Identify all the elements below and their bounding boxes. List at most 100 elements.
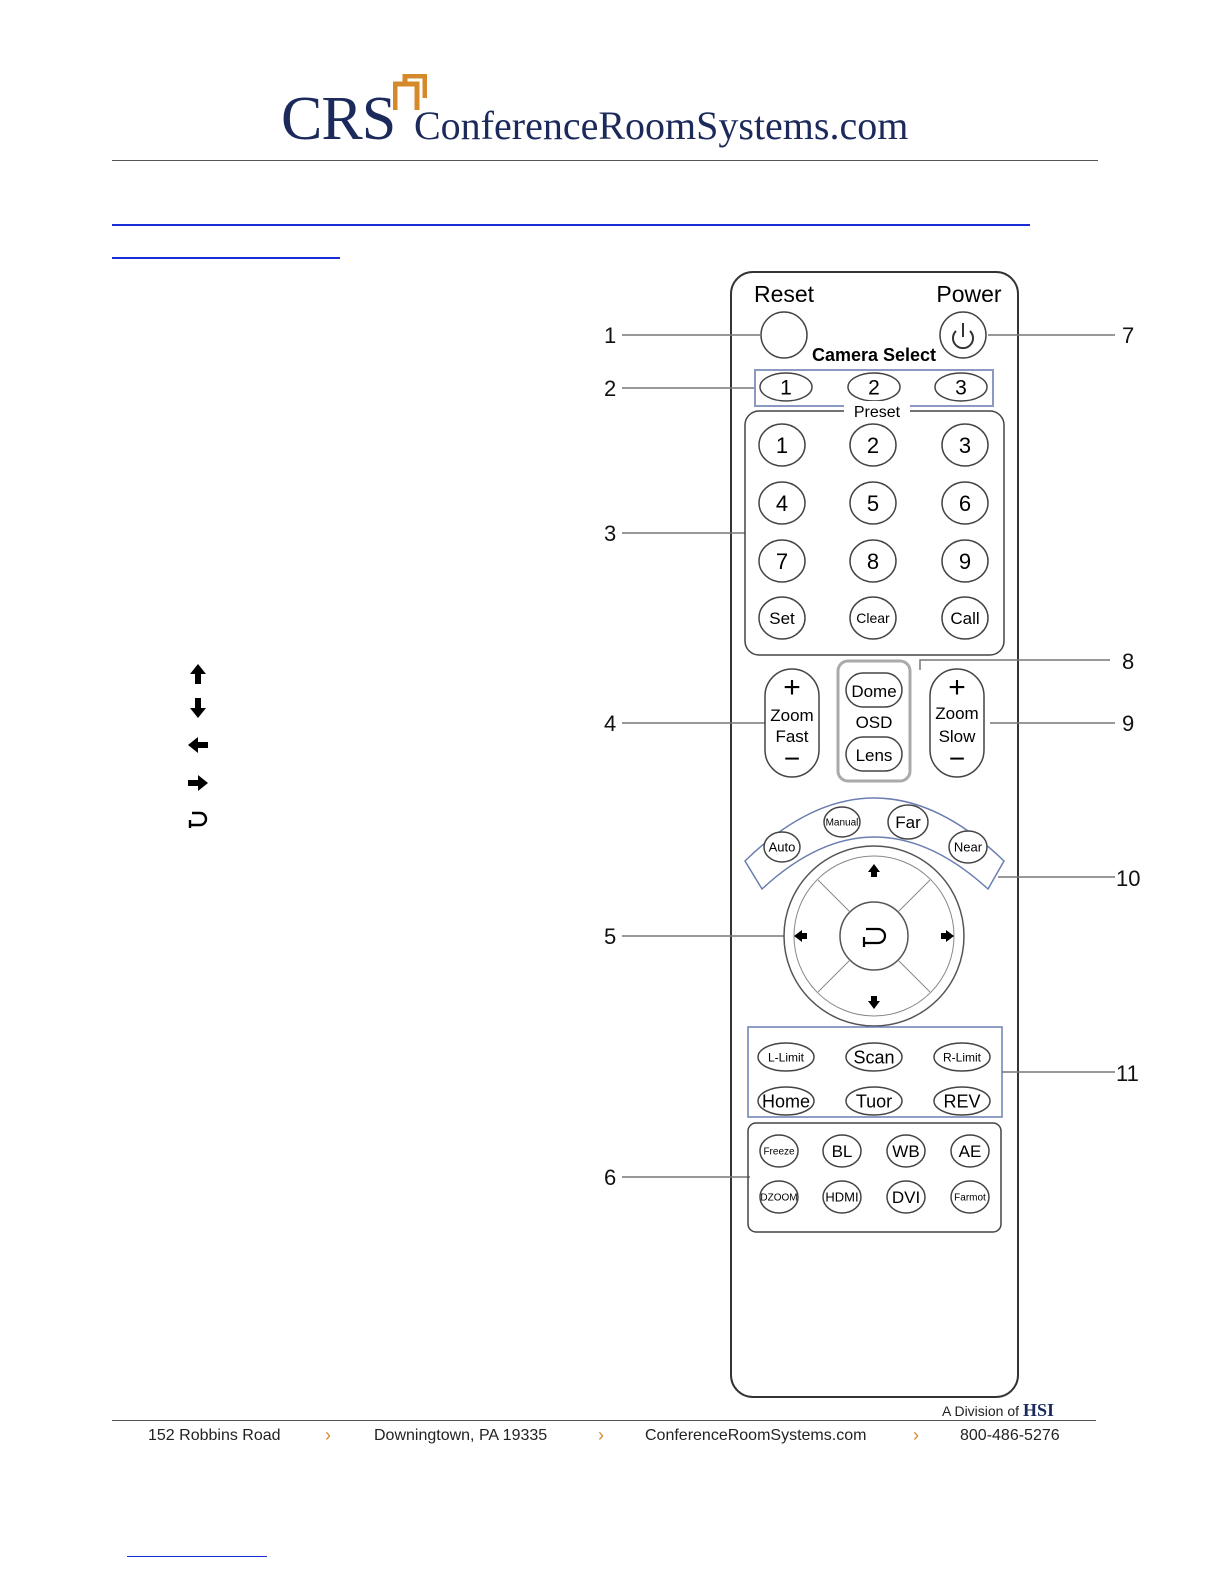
function-2-label: WB bbox=[892, 1142, 919, 1161]
dpad-enter-button[interactable] bbox=[862, 927, 887, 947]
page-link-underline[interactable] bbox=[127, 1556, 267, 1557]
callout-8: 8 bbox=[1122, 649, 1134, 674]
limit-2-label: R-Limit bbox=[943, 1050, 982, 1064]
limit-3-button[interactable] bbox=[757, 1086, 815, 1116]
preset-10-label: Set bbox=[769, 609, 795, 628]
limit-4-label: Tuor bbox=[856, 1091, 892, 1111]
preset-4-button[interactable] bbox=[758, 481, 806, 525]
reset-button[interactable] bbox=[760, 311, 808, 359]
focus-3-label: Near bbox=[954, 840, 983, 855]
focus-0-button[interactable] bbox=[763, 831, 801, 863]
dpad-down-icon bbox=[868, 996, 880, 1009]
division-text: A Division of bbox=[942, 1403, 1020, 1419]
preset-10-button[interactable] bbox=[758, 596, 806, 640]
preset-5-button[interactable] bbox=[849, 481, 897, 525]
callout-4: 4 bbox=[604, 711, 616, 736]
reset-label: Reset bbox=[754, 281, 815, 307]
hyperlink-underline[interactable] bbox=[112, 224, 1030, 226]
power-label: Power bbox=[936, 281, 1002, 307]
limit-0-label: L-Limit bbox=[768, 1050, 805, 1064]
camera-select-label: Camera Select bbox=[812, 345, 936, 365]
preset-1-button[interactable] bbox=[758, 423, 806, 467]
function-3-button[interactable] bbox=[950, 1134, 990, 1168]
preset-7-label: 7 bbox=[776, 549, 788, 574]
power-icon bbox=[952, 323, 974, 350]
preset-8-button[interactable] bbox=[849, 539, 897, 583]
function-4-button[interactable] bbox=[759, 1180, 799, 1214]
zoom-slow-label-2: Slow bbox=[939, 727, 977, 746]
preset-5-label: 5 bbox=[867, 491, 879, 516]
return-icon bbox=[188, 811, 208, 828]
lens-label: Lens bbox=[856, 746, 893, 765]
focus-2-button[interactable] bbox=[887, 804, 929, 840]
function-6-button[interactable] bbox=[886, 1180, 926, 1214]
function-7-button[interactable] bbox=[950, 1180, 990, 1214]
callout-1: 1 bbox=[604, 323, 616, 348]
zoom-fast-plus: + bbox=[783, 671, 801, 704]
lens-button[interactable] bbox=[845, 736, 903, 772]
preset-7-button[interactable] bbox=[758, 539, 806, 583]
logo bbox=[281, 70, 941, 155]
focus-1-button[interactable] bbox=[823, 806, 861, 838]
preset-2-button[interactable] bbox=[849, 423, 897, 467]
camera-2-label: 2 bbox=[868, 377, 880, 400]
zoom-fast-label-2: Fast bbox=[775, 727, 808, 746]
dpad-left-icon bbox=[794, 930, 807, 942]
logo-abbrev: CRS bbox=[281, 85, 396, 153]
zoom-fast-button[interactable] bbox=[764, 668, 820, 778]
zoom-slow-button[interactable] bbox=[929, 668, 985, 778]
osd-group bbox=[836, 659, 912, 783]
preset-label: Preset bbox=[854, 404, 901, 421]
logo-mark-icon bbox=[393, 74, 427, 110]
dpad-right-icon bbox=[941, 930, 954, 942]
preset-6-button[interactable] bbox=[941, 481, 989, 525]
camera-1-button[interactable] bbox=[759, 372, 813, 402]
limit-0-button[interactable] bbox=[757, 1042, 815, 1072]
division-note: A Division of HSI bbox=[942, 1400, 1054, 1421]
hyperlink-underline[interactable] bbox=[112, 257, 340, 259]
function-0-label: Freeze bbox=[763, 1147, 795, 1158]
footer-divider bbox=[112, 1420, 1096, 1421]
preset-11-button[interactable] bbox=[849, 596, 897, 640]
functions-group bbox=[747, 1122, 1002, 1233]
camera-3-button[interactable] bbox=[934, 372, 988, 402]
footer-address: 152 Robbins Road bbox=[148, 1427, 281, 1444]
preset-9-button[interactable] bbox=[941, 539, 989, 583]
preset-11-label: Clear bbox=[856, 610, 890, 626]
return-icon bbox=[864, 927, 887, 945]
zoom-slow-label-1: Zoom bbox=[935, 704, 978, 723]
header-divider bbox=[112, 160, 1098, 161]
callout-5: 5 bbox=[604, 924, 616, 949]
focus-3-button[interactable] bbox=[948, 830, 988, 864]
limit-1-button[interactable] bbox=[845, 1042, 903, 1072]
limits-group bbox=[747, 1026, 1003, 1118]
arrow-down-icon bbox=[190, 698, 206, 718]
preset-12-label: Call bbox=[950, 609, 979, 628]
function-2-button[interactable] bbox=[886, 1134, 926, 1168]
preset-12-button[interactable] bbox=[941, 596, 989, 640]
callout-9: 9 bbox=[1122, 711, 1134, 736]
camera-1-label: 1 bbox=[780, 377, 792, 400]
dpad-up-icon bbox=[868, 864, 880, 877]
dome-button[interactable] bbox=[845, 672, 903, 708]
limit-5-button[interactable] bbox=[933, 1086, 991, 1116]
limit-2-button[interactable] bbox=[933, 1042, 991, 1072]
zoom-slow-plus: + bbox=[948, 671, 966, 704]
preset-4-label: 4 bbox=[776, 491, 788, 516]
footer-chevron-icon: › bbox=[598, 1425, 604, 1445]
limit-4-button[interactable] bbox=[845, 1086, 903, 1116]
function-0-button[interactable] bbox=[759, 1134, 799, 1168]
footer-city: Downingtown, PA 19335 bbox=[374, 1427, 548, 1444]
function-5-button[interactable] bbox=[822, 1180, 862, 1214]
osd-label: OSD bbox=[856, 713, 893, 732]
arrow-left-icon bbox=[188, 737, 208, 753]
function-4-label: DZOOM bbox=[760, 1193, 797, 1204]
function-1-button[interactable] bbox=[822, 1134, 862, 1168]
focus-0-label: Auto bbox=[769, 840, 796, 855]
callout-11: 11 bbox=[1116, 1061, 1139, 1086]
footer-website[interactable]: ConferenceRoomSystems.com bbox=[645, 1427, 867, 1444]
limit-1-label: Scan bbox=[853, 1047, 894, 1067]
preset-1-label: 1 bbox=[776, 433, 788, 458]
camera-3-label: 3 bbox=[955, 377, 967, 400]
preset-3-button[interactable] bbox=[941, 423, 989, 467]
